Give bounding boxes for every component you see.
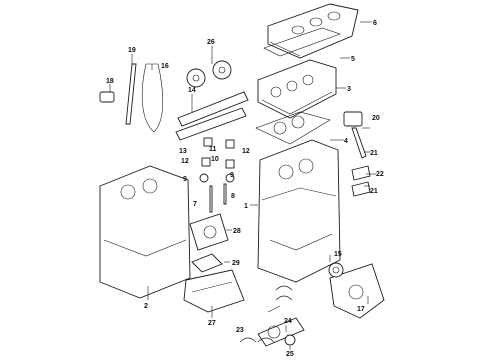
leader-lines [109,21,376,350]
callout-28: 28 [233,228,241,235]
oil-pump [189,213,229,251]
cylinder-head [257,59,337,119]
callout-27: 27 [208,320,216,327]
timing-chain [141,63,164,133]
head-gasket [255,111,331,145]
callout-29: 29 [232,260,240,267]
crank-pulley [284,334,296,346]
oil-pan [183,269,245,313]
callout-2: 2 [144,303,148,310]
callout-19: 19 [128,47,136,54]
timing-cover [329,263,385,319]
valve-train-parts [199,137,235,213]
callout-25: 25 [286,351,294,358]
engine-block [257,139,341,283]
callout-17: 17 [357,306,365,313]
callout-22: 22 [376,171,384,178]
callout-5: 5 [351,56,355,63]
callout-7: 7 [193,201,197,208]
callout-12b: 12 [242,148,250,155]
bearings [239,285,293,343]
camshafts [175,91,249,141]
callout-1: 1 [244,203,248,210]
short-block [99,165,191,299]
callout-3: 3 [347,86,351,93]
piston-and-rod [343,111,371,197]
callout-9b: 9 [230,172,234,179]
callout-21b: 21 [370,188,378,195]
chain-tensioner [99,91,115,103]
callout-23: 23 [236,327,244,334]
callouts: 1 2 3 4 5 6 7 8 9 9 10 11 12 12 13 14 15… [106,20,384,358]
callout-11: 11 [209,146,217,153]
callout-12a: 12 [181,158,189,165]
callout-8: 8 [231,193,235,200]
chain-guide [125,63,137,125]
callout-26: 26 [207,39,215,46]
callout-9a: 9 [183,176,187,183]
valve-cover-gasket [263,27,341,57]
crankshaft [257,317,305,347]
callout-15: 15 [334,251,342,258]
callout-6: 6 [373,20,377,27]
balance-shaft [191,253,223,273]
callout-16: 16 [161,63,169,70]
callout-14: 14 [188,87,196,94]
callout-24: 24 [284,318,292,325]
callout-13: 13 [179,148,187,155]
cam-sprockets [186,60,232,88]
callout-20: 20 [372,115,380,122]
front-seal [328,262,344,278]
callout-21a: 21 [370,150,378,157]
callout-4: 4 [344,138,348,145]
callout-10: 10 [211,156,219,163]
callout-18: 18 [106,78,114,85]
